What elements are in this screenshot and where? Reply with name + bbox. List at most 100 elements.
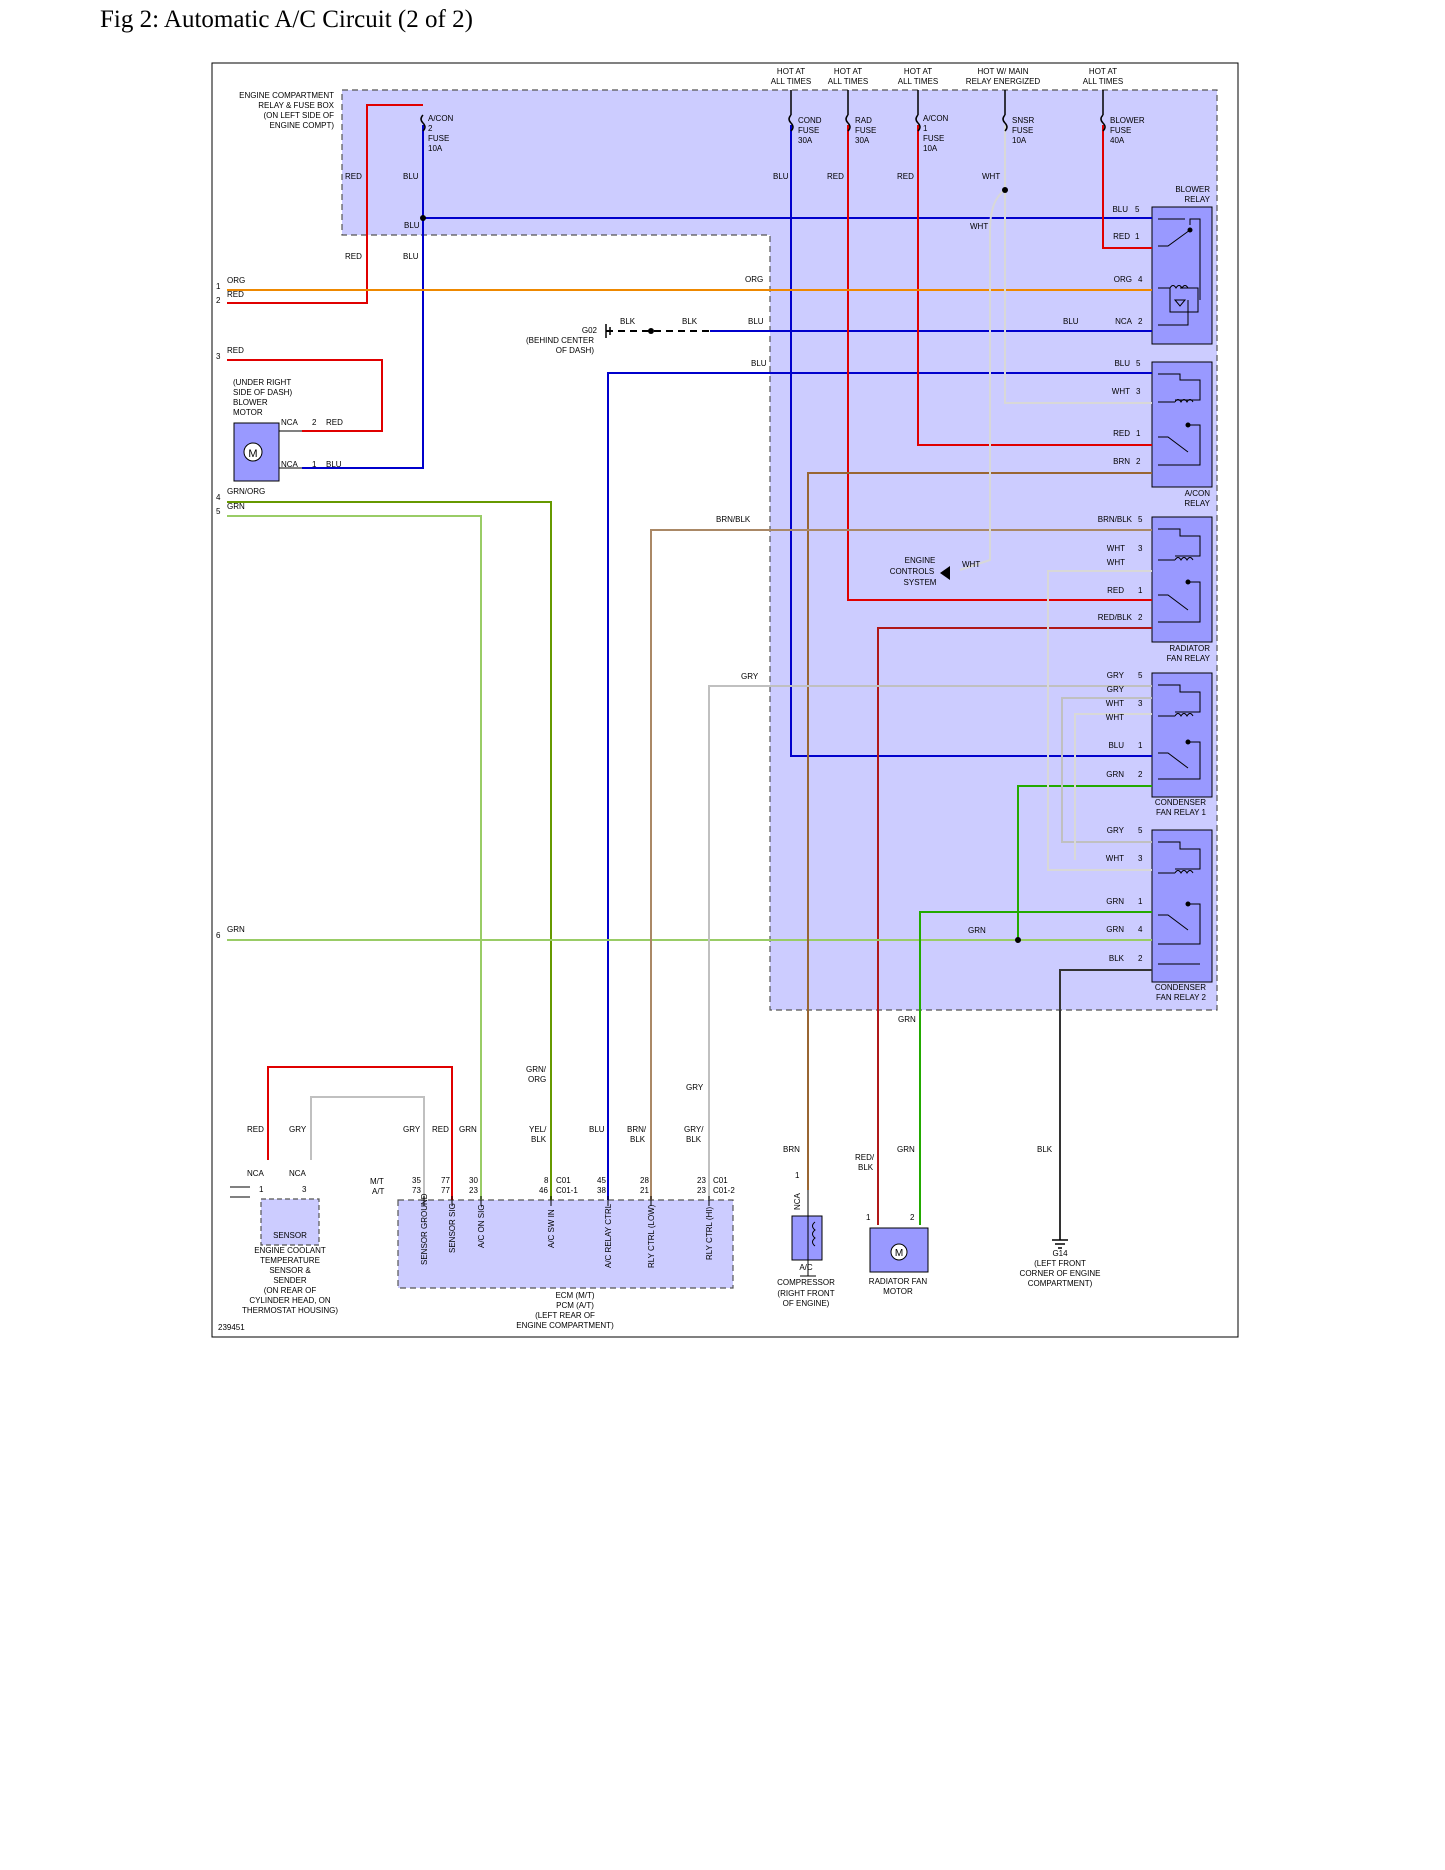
pin-number: 2 xyxy=(1138,770,1143,779)
wire-grn-5 xyxy=(227,515,482,1200)
fuse-cond xyxy=(788,114,794,132)
lower-wire-label: ORG xyxy=(528,1075,546,1084)
lower-wire-label: BLK xyxy=(1037,1145,1053,1154)
wire-label: GRY xyxy=(741,672,759,681)
lower-wire-label: BLU xyxy=(589,1125,605,1134)
lower-wire-label: RED xyxy=(247,1125,264,1134)
ecm-connector: C01-2 xyxy=(713,1186,735,1195)
ecm-line: ENGINE COMPARTMENT) xyxy=(516,1321,614,1330)
ecm-panel xyxy=(397,1199,734,1289)
acon-relay-coil xyxy=(1158,373,1201,466)
labels: ENGINE COMPARTMENT RELAY & FUSE BOX (ON … xyxy=(216,67,1211,1332)
wire-label: RED xyxy=(345,172,362,181)
wire-label: WHT xyxy=(970,222,988,231)
sensor-line: THERMOSTAT HOUSING) xyxy=(242,1306,338,1315)
ecm-pin-mt: 30 xyxy=(469,1176,478,1185)
fan-motor-pin: 1 xyxy=(866,1213,871,1222)
lower-wire-label: GRN xyxy=(459,1125,477,1134)
ecm-connector: C01 xyxy=(713,1176,728,1185)
relay-label: A/CON xyxy=(1185,489,1211,498)
left-wire-label: ORG xyxy=(227,276,245,285)
pin-number: 5 xyxy=(1138,671,1143,680)
grounds xyxy=(605,324,1068,1249)
ecm-terminal: SENSOR GROUND xyxy=(420,1193,429,1265)
engine-controls-arrow xyxy=(940,566,950,580)
blower-motor: M xyxy=(233,422,302,482)
relay-label: FAN RELAY 1 xyxy=(1156,808,1207,817)
pin-number: 5 xyxy=(1135,205,1140,214)
ecm-terminal: A/C ON SIG xyxy=(477,1204,486,1248)
fuse-label: RAD xyxy=(855,116,872,125)
sensor-line: (ON REAR OF xyxy=(264,1286,317,1295)
fuse-label: 30A xyxy=(855,136,870,145)
wire-label: BLK xyxy=(620,317,636,326)
relay-label: RADIATOR xyxy=(1169,644,1210,653)
sensor-line: SENSOR & xyxy=(269,1266,311,1275)
lower-wire-label: GRN xyxy=(897,1145,915,1154)
lower-wire-label: GRN/ xyxy=(526,1065,547,1074)
wire-label: BLU xyxy=(773,172,789,181)
left-pin: 2 xyxy=(216,296,221,305)
lower-wire-label: BLK xyxy=(686,1135,702,1144)
wire-red-sensor xyxy=(267,1066,453,1200)
relay-wire-label: WHT xyxy=(1106,713,1124,722)
relay-wire-label: RED xyxy=(1113,232,1130,241)
fuse-label: COND xyxy=(798,116,822,125)
lower-wire-label: BRN/ xyxy=(627,1125,647,1134)
cond2-relay-coil xyxy=(1158,841,1201,965)
blower-motor-line: SIDE OF DASH) xyxy=(233,388,292,397)
relay-wire-label: GRN xyxy=(1106,897,1124,906)
motor-wire-label: NCA xyxy=(281,418,299,427)
relay-wire-label: BLU xyxy=(1108,741,1124,750)
compressor-line: COMPRESSOR xyxy=(777,1278,835,1287)
sensor-line: TEMPERATURE xyxy=(260,1256,320,1265)
lower-wire-label: RED xyxy=(432,1125,449,1134)
fuse-snsr xyxy=(1002,114,1008,132)
cond1-relay-coil xyxy=(1158,684,1201,780)
lower-wire-label: RED/ xyxy=(855,1153,875,1162)
ecm-terminal: RLY CTRL (HI) xyxy=(705,1206,714,1260)
relay-wire-label: BLU xyxy=(1112,205,1128,214)
ecm-terminal: SENSOR SIG xyxy=(448,1203,457,1253)
lower-wire-label: BLK xyxy=(531,1135,547,1144)
wire-label: RED xyxy=(897,172,914,181)
pin-number: 1 xyxy=(1138,897,1143,906)
fan-motor-line: RADIATOR FAN xyxy=(869,1277,928,1286)
fuse-label: 10A xyxy=(923,144,938,153)
left-pin: 3 xyxy=(216,352,221,361)
relay-wire-label: ORG xyxy=(1114,275,1132,284)
relay-wire-label: WHT xyxy=(1107,544,1125,553)
relay-label: FAN RELAY 2 xyxy=(1156,993,1207,1002)
sensor-line: ENGINE COOLANT xyxy=(254,1246,326,1255)
wire-red-acon2 xyxy=(227,104,423,304)
pin-number: 1 xyxy=(1138,741,1143,750)
ecm-line: PCM (A/T) xyxy=(556,1301,594,1310)
fan-motor-line: MOTOR xyxy=(883,1287,913,1296)
motor-wire-label: RED xyxy=(326,418,343,427)
ecm-pin-mt: 23 xyxy=(697,1176,706,1185)
fuse-label: A/CON xyxy=(923,114,949,123)
left-wire-label: RED xyxy=(227,346,244,355)
relay-wire-label: GRY xyxy=(1107,671,1125,680)
relay-wire-label: GRN xyxy=(1106,770,1124,779)
wire-red-blower xyxy=(1102,125,1152,249)
pin-number: 2 xyxy=(1138,317,1143,326)
wire-wht-rf xyxy=(1047,570,1152,871)
lower-wire-label: GRY xyxy=(686,1083,704,1092)
wire-blu-cond xyxy=(790,125,1152,757)
pin-number: 2 xyxy=(1138,954,1143,963)
left-wire-label: GRN xyxy=(227,925,245,934)
fan-motor-pin: 2 xyxy=(910,1213,915,1222)
engine-controls-line: SYSTEM xyxy=(904,578,937,587)
fuse-label: SNSR xyxy=(1012,116,1034,125)
pin-number: 3 xyxy=(1138,544,1143,553)
fuse-box-panel xyxy=(341,89,1218,1011)
hot-label: HOT AT xyxy=(1089,67,1117,76)
compressor-line: A/C xyxy=(799,1263,813,1272)
lower-wire-label: BLK xyxy=(630,1135,646,1144)
left-wire-label: RED xyxy=(227,290,244,299)
blower-relay-switch xyxy=(1158,218,1201,326)
relay-wire-label: GRY xyxy=(1107,685,1125,694)
relay-wire-label: RED xyxy=(1107,586,1124,595)
ecm-terminal: A/C RELAY CTRL xyxy=(604,1203,613,1268)
